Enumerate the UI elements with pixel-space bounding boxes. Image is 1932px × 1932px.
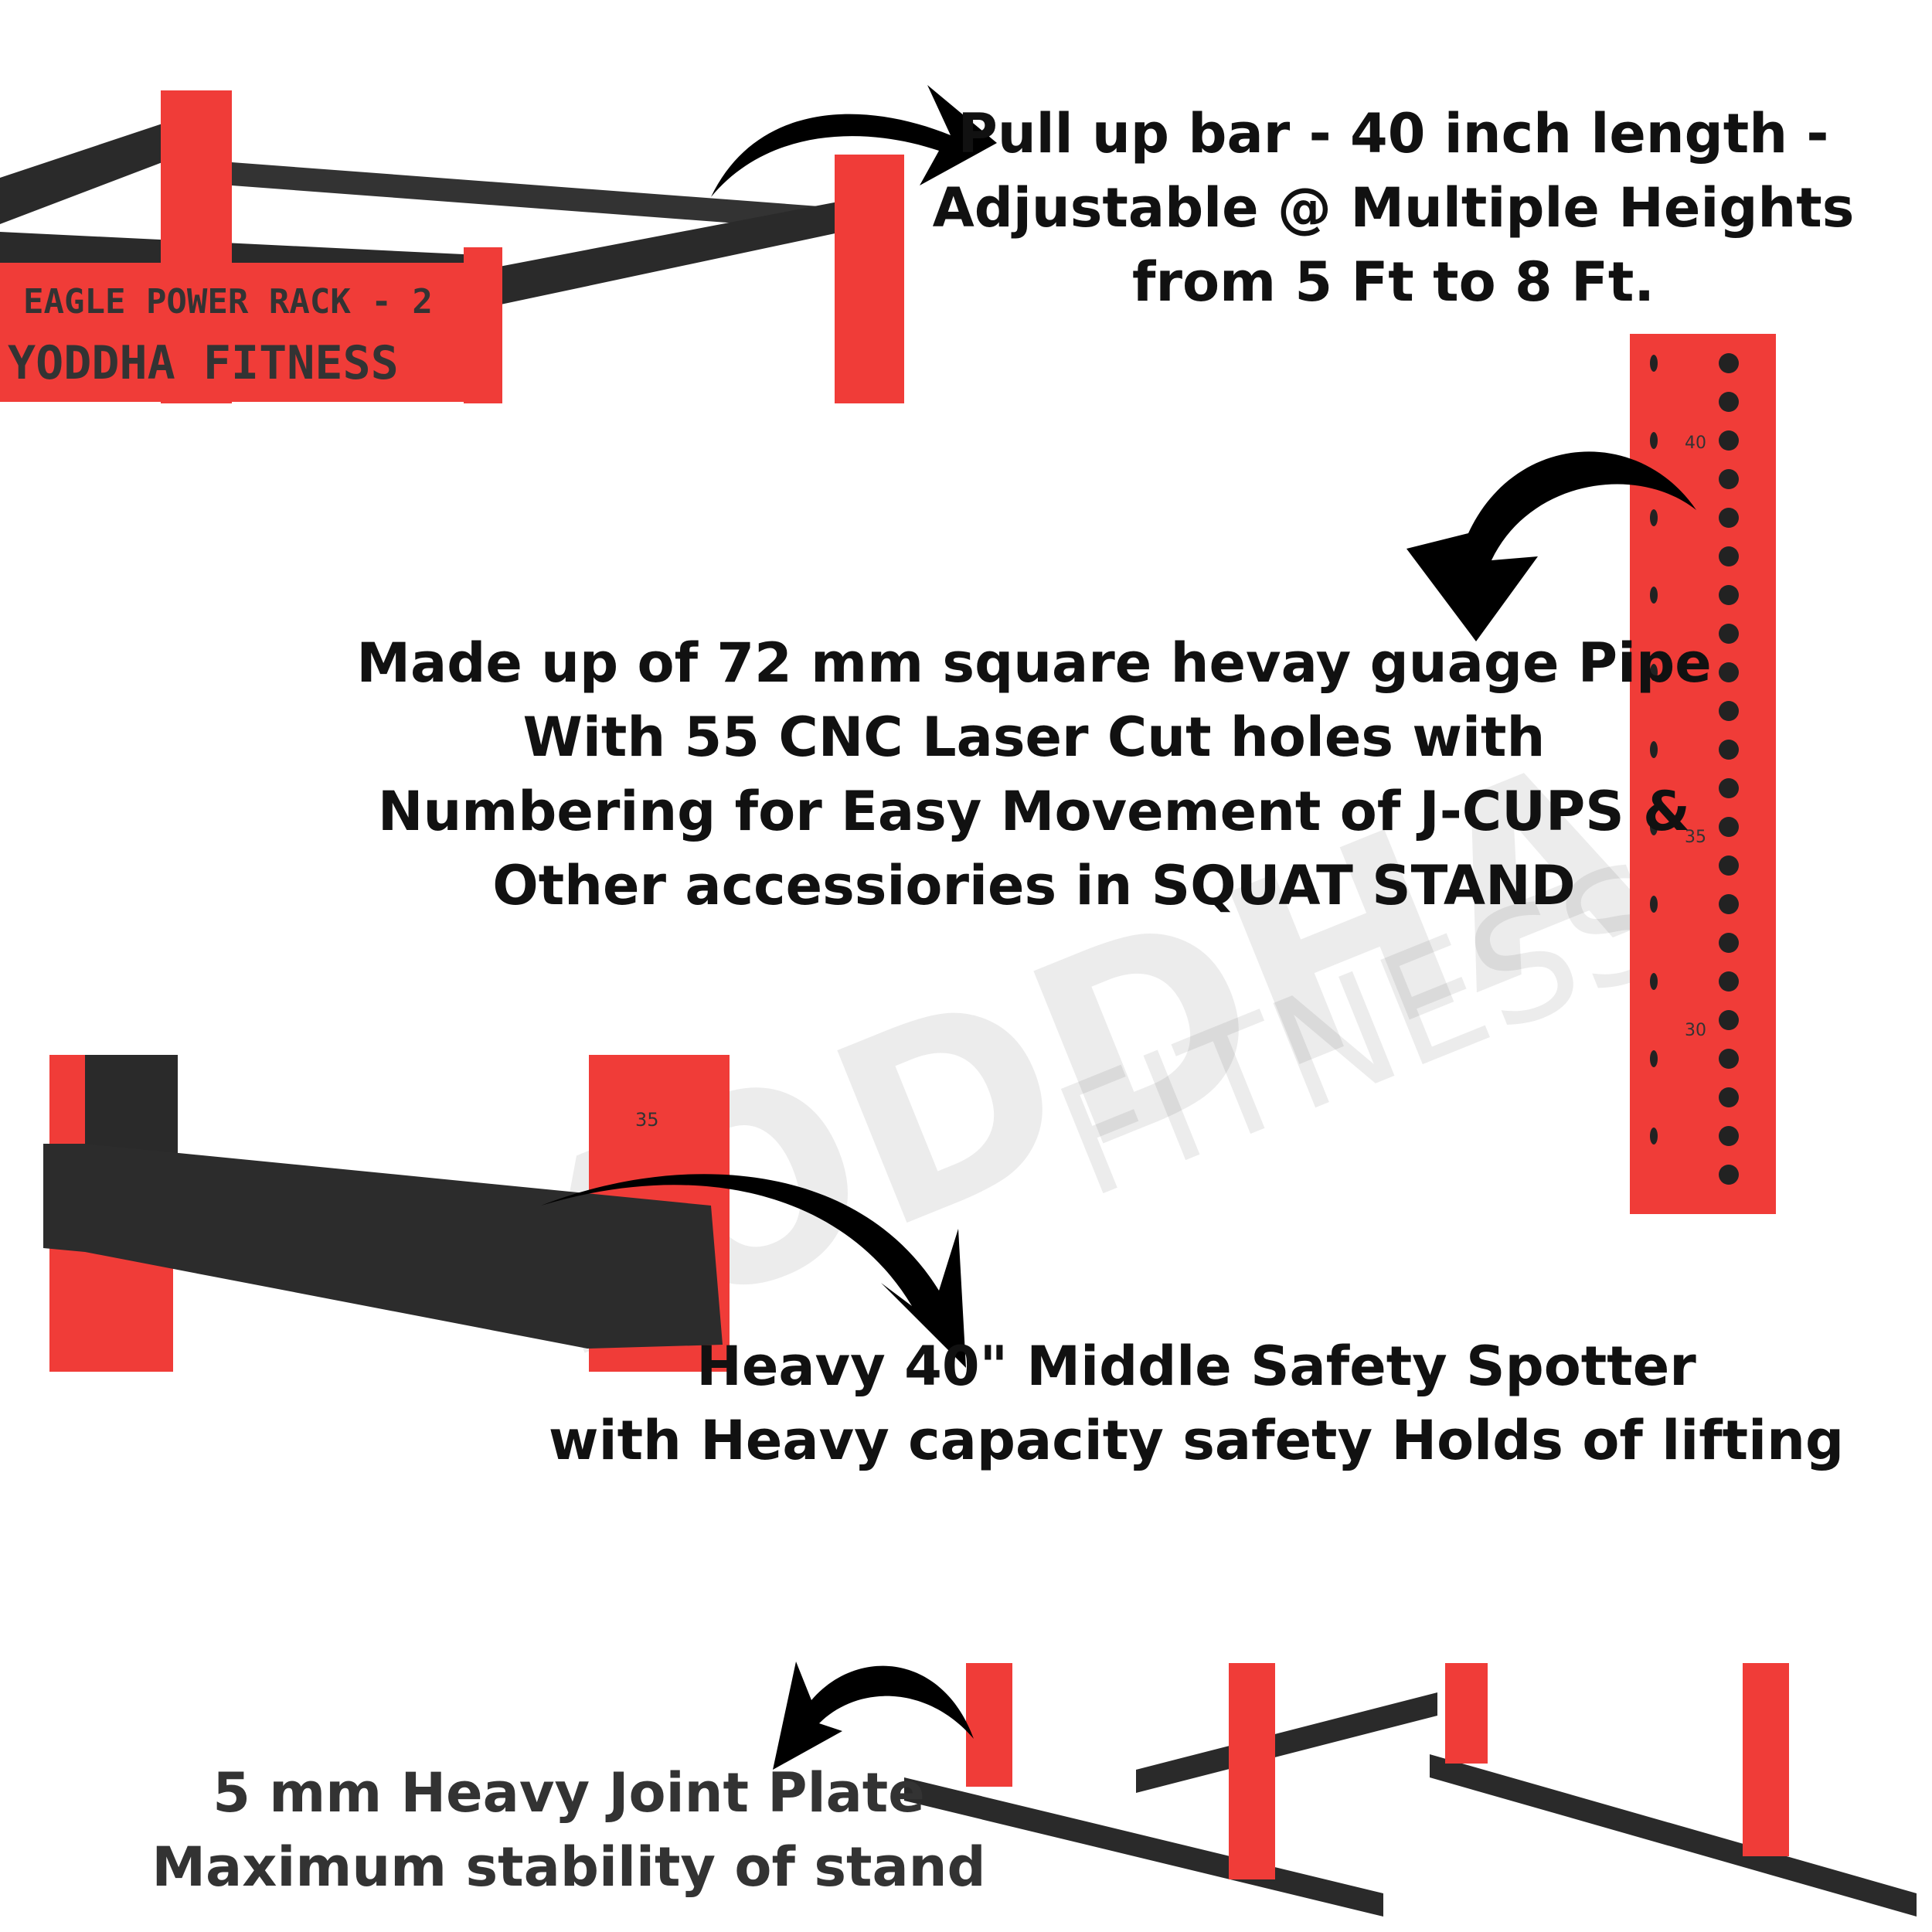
caption-pipe: Made up of 72 mm square hevay guage Pipe…: [356, 626, 1711, 923]
pillar-hole: [1719, 894, 1739, 914]
pillar-hole: [1650, 587, 1658, 604]
pillar-number: 30: [1685, 1021, 1706, 1040]
pillar-number: 35: [1685, 828, 1706, 847]
pillar-image: 40 35 30: [1630, 334, 1776, 1214]
pillar-hole: [1719, 855, 1739, 876]
pillar-hole: [1719, 1010, 1739, 1030]
pillar-hole: [1719, 1126, 1739, 1146]
pillar-number: 40: [1685, 434, 1706, 453]
spotter-image: 35: [43, 1055, 730, 1372]
caption-line: Maximum stability of stand: [151, 1835, 986, 1899]
pillar-hole: [1650, 818, 1658, 835]
arrow-pull-up-icon: [711, 85, 997, 197]
rack-brand-line1: EAGLE POWER RACK - 2: [23, 282, 433, 321]
pillar-hole: [1650, 509, 1658, 526]
arrow-spotter-icon: [541, 1174, 966, 1368]
pillar-hole: [1650, 1050, 1658, 1067]
pillar-hole: [1719, 1087, 1739, 1107]
pillar-hole: [1719, 971, 1739, 992]
caption-pull-up-bar: Pull up bar - 40 inch length - Adjustabl…: [933, 97, 1855, 319]
pillar-hole: [1719, 701, 1739, 721]
caption-line: with Heavy capacity safety Holds of lift…: [548, 1409, 1845, 1472]
pillar-hole: [1719, 740, 1739, 760]
caption-line: from 5 Ft to 8 Ft.: [1132, 250, 1655, 314]
pillar-hole: [1719, 585, 1739, 605]
pillar-hole: [1650, 896, 1658, 913]
caption-line: Other accessiories in SQUAT STAND: [492, 854, 1576, 917]
caption-line: Numbering for Easy Movement of J-CUPS &: [377, 780, 1691, 843]
caption-line: 5 mm Heavy Joint Plate: [213, 1761, 925, 1825]
pillar-hole: [1650, 741, 1658, 758]
spotter-number: 35: [635, 1109, 659, 1131]
pillar-hole: [1719, 392, 1739, 412]
pillar-hole: [1719, 469, 1739, 489]
pillar-hole: [1719, 778, 1739, 798]
pillar-hole: [1719, 933, 1739, 953]
pillar-hole: [1719, 662, 1739, 682]
pillar-hole: [1719, 624, 1739, 644]
pillar-hole: [1650, 355, 1658, 372]
pillar-hole: [1719, 546, 1739, 566]
pillar-hole: [1719, 430, 1739, 451]
pillar-hole: [1719, 353, 1739, 373]
pillar-hole: [1650, 973, 1658, 990]
caption-spotter: Heavy 40" Middle Safety Spotter with Hea…: [549, 1329, 1844, 1478]
pillar-hole: [1650, 1128, 1658, 1145]
pillar-hole: [1719, 1049, 1739, 1069]
caption-line: Pull up bar - 40 inch length -: [957, 102, 1829, 165]
pillar-hole: [1650, 664, 1658, 681]
pillar-holes: [1650, 353, 1739, 1185]
pillar-hole: [1719, 817, 1739, 837]
arrow-pipe-icon: [1406, 451, 1696, 641]
pull-up-rack-image: EAGLE POWER RACK - 2 YODDHA FITNESS: [0, 90, 904, 403]
arrow-joint-plate-icon: [773, 1662, 974, 1770]
arrows: [541, 85, 1696, 1770]
caption-line: Heavy 40" Middle Safety Spotter: [696, 1335, 1696, 1398]
caption-joint-plate: 5 mm Heavy Joint Plate Maximum stability…: [151, 1756, 985, 1904]
caption-line: With 55 CNC Laser Cut holes with: [522, 706, 1546, 769]
caption-line: Made up of 72 mm square hevay guage Pipe: [356, 631, 1712, 695]
caption-line: Adjustable @ Multiple Heights: [932, 176, 1855, 240]
rack-brand-line2: YODDHA FITNESS: [8, 336, 399, 390]
base-frame-image: [904, 1663, 1917, 1917]
pillar-hole: [1650, 432, 1658, 449]
pillar-hole: [1719, 1165, 1739, 1185]
pillar-hole: [1719, 508, 1739, 528]
